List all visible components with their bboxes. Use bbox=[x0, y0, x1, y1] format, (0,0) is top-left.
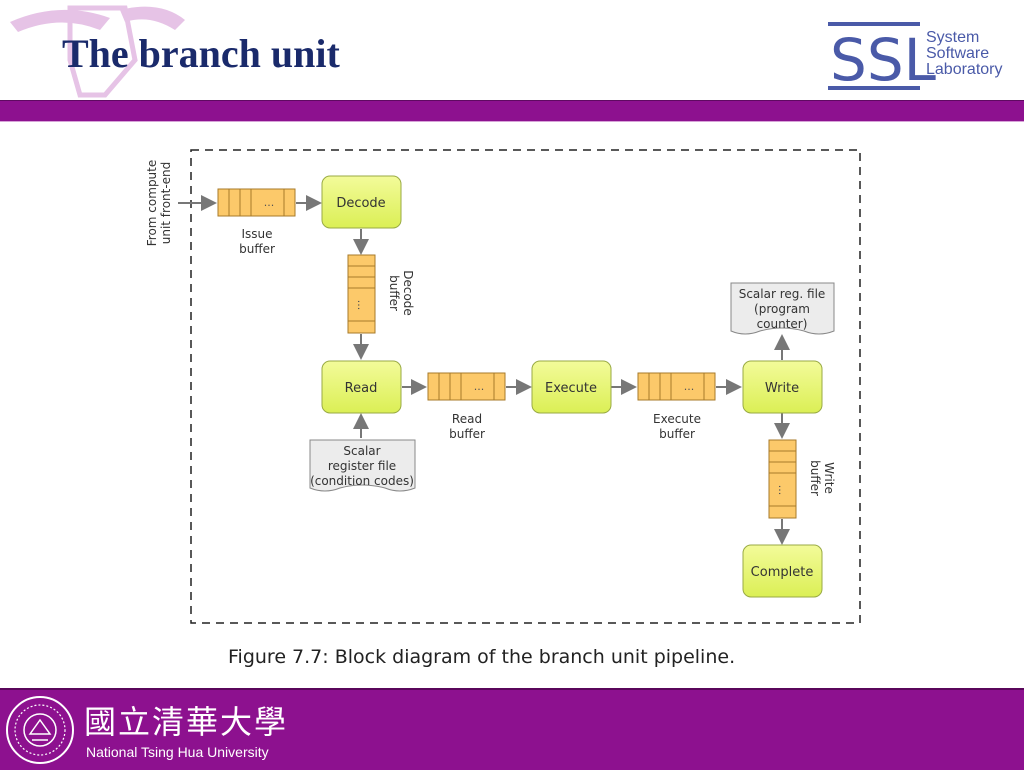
university-seal-icon bbox=[6, 696, 74, 764]
scalar-pc-line3: counter) bbox=[757, 317, 808, 331]
write-stage bbox=[742, 360, 823, 414]
pipeline-boundary bbox=[190, 149, 861, 624]
issue-buffer-label-1: Issue bbox=[241, 227, 272, 241]
write-buffer-ellipsis: ... bbox=[776, 485, 789, 496]
scalar-cond-line1: Scalar bbox=[343, 444, 380, 458]
university-emblem-watermark bbox=[10, 5, 185, 98]
ssl-logo-text: System Software Laboratory bbox=[926, 30, 1003, 78]
ssl-line-2: Software bbox=[926, 45, 990, 62]
ssl-line-3: Laboratory bbox=[926, 61, 1003, 78]
scalar-pc-line2: (program bbox=[754, 302, 810, 316]
write-label: Write bbox=[765, 381, 799, 396]
slide-title: The branch unit bbox=[62, 31, 340, 76]
write-buffer-label-2: buffer bbox=[808, 460, 822, 496]
scalar-pc-regfile bbox=[730, 282, 835, 335]
issue-buffer-ellipsis: ... bbox=[264, 196, 275, 209]
execute-buffer-label-2: buffer bbox=[659, 427, 695, 441]
header-band bbox=[0, 100, 1024, 122]
ssl-logo: SSL bbox=[828, 22, 936, 92]
complete-label: Complete bbox=[751, 565, 814, 580]
input-label-line1: From compute bbox=[145, 160, 159, 246]
ssl-line-1: System bbox=[926, 29, 980, 46]
scalar-cond-line3: (condition codes) bbox=[310, 474, 414, 488]
decode-buffer-label-1: Decode bbox=[401, 270, 415, 316]
execute-buffer: ... bbox=[637, 372, 716, 401]
read-label: Read bbox=[345, 381, 378, 396]
slide-header: The branch unit SSL System Software Labo… bbox=[0, 0, 1024, 100]
decode-buffer: ... bbox=[347, 254, 376, 334]
figure-caption: Figure 7.7: Block diagram of the branch … bbox=[228, 646, 736, 668]
execute-buffer-ellipsis: ... bbox=[684, 380, 695, 393]
read-buffer: ... bbox=[427, 372, 506, 401]
scalar-cond-line2: register file bbox=[328, 459, 396, 473]
read-stage bbox=[321, 360, 402, 414]
decode-buffer-ellipsis: ... bbox=[355, 300, 368, 311]
write-buffer-label-1: Write bbox=[822, 462, 836, 494]
scalar-pc-line1: Scalar reg. file bbox=[739, 287, 826, 301]
branch-unit-diagram: From compute unit front-end ... Issue bu… bbox=[145, 149, 861, 624]
scalar-cond-regfile bbox=[309, 439, 416, 492]
issue-buffer: ... bbox=[217, 188, 296, 217]
input-label-line2: unit front-end bbox=[159, 162, 173, 245]
read-buffer-label-1: Read bbox=[452, 412, 482, 426]
decode-label: Decode bbox=[336, 196, 385, 211]
read-buffer-label-2: buffer bbox=[449, 427, 485, 441]
decode-buffer-label-2: buffer bbox=[387, 275, 401, 311]
write-buffer: ... bbox=[768, 439, 797, 519]
execute-label: Execute bbox=[545, 381, 597, 396]
university-name-chinese: 國立清華大學 bbox=[84, 703, 289, 741]
slide-footer bbox=[0, 688, 1024, 770]
read-buffer-ellipsis: ... bbox=[474, 380, 485, 393]
complete-stage bbox=[742, 544, 823, 598]
decode-stage bbox=[321, 175, 402, 229]
execute-buffer-label-1: Execute bbox=[653, 412, 701, 426]
issue-buffer-label-2: buffer bbox=[239, 242, 275, 256]
execute-stage bbox=[531, 360, 612, 414]
ssl-logo-initials: SSL bbox=[830, 26, 936, 92]
university-name-english: National Tsing Hua University bbox=[86, 744, 269, 760]
